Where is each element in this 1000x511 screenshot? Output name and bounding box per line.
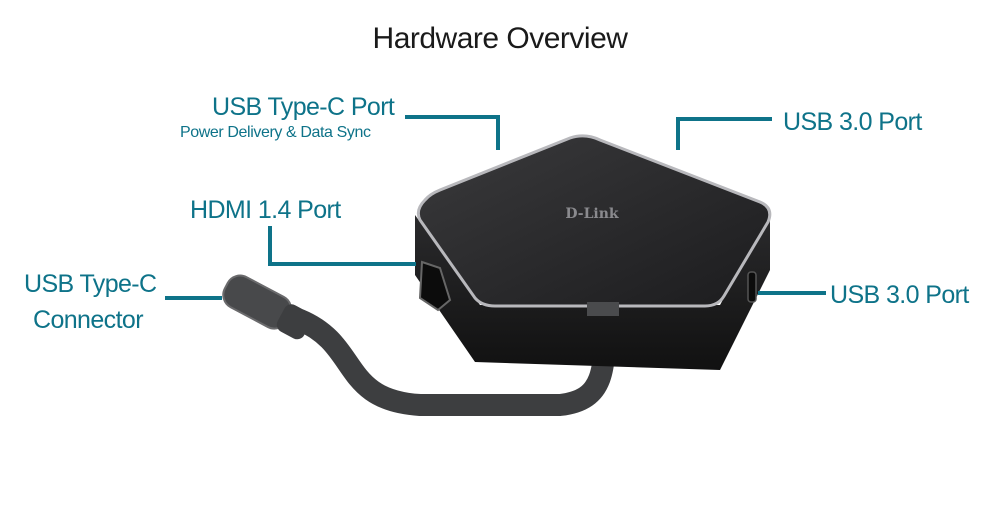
page-title: Hardware Overview <box>372 22 628 55</box>
hdmi-port <box>418 260 452 312</box>
label-connector-line2: Connector <box>33 306 144 334</box>
label-usbc-port-sub: Power Delivery & Data Sync <box>180 124 371 141</box>
leader-usbc-port <box>405 115 500 150</box>
leader-hdmi <box>268 226 416 266</box>
hub-body <box>415 215 770 370</box>
usb-c-connector <box>222 274 312 340</box>
label-usb3-top: USB 3.0 Port <box>783 108 922 136</box>
cable-strain-relief <box>587 302 619 316</box>
usb3-right-port <box>747 271 757 303</box>
leader-usb3-top <box>676 117 772 150</box>
label-connector-line1: USB Type-C <box>24 270 157 298</box>
label-usb3-right: USB 3.0 Port <box>830 281 969 309</box>
brand-logo: D-Link <box>565 206 619 222</box>
label-usbc-port: USB Type-C Port <box>212 93 395 121</box>
hub-top <box>416 134 772 308</box>
label-hdmi: HDMI 1.4 Port <box>190 196 341 224</box>
